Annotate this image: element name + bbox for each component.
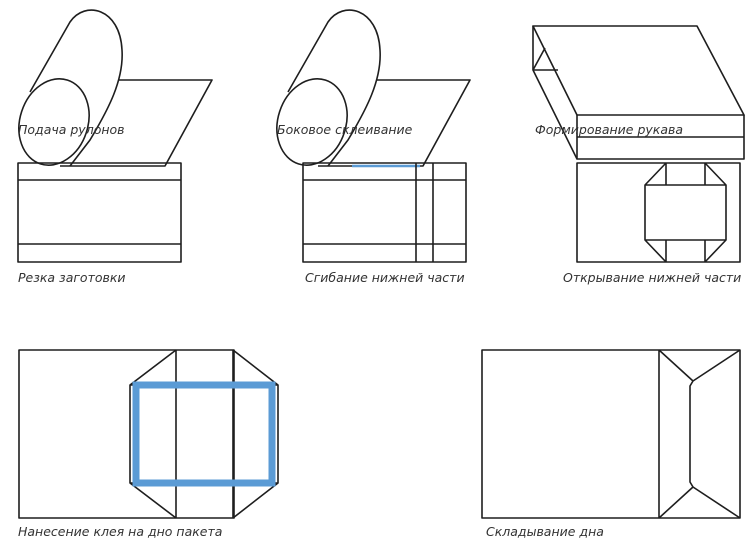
glue-outline (132, 381, 276, 487)
sleeve-forming-illustration (532, 25, 745, 160)
side-gluing-illustration (276, 9, 471, 168)
step-label-glue-application: Нанесение клея на дно пакета (18, 524, 223, 539)
bottom-opening-illustration (576, 162, 741, 263)
step-label-roll-feeding: Подача рулонов (18, 122, 125, 137)
bottom-closing-illustration (481, 349, 741, 519)
step-label-bottom-folding: Сгибание нижней части (305, 270, 465, 285)
roll-feeding-illustration (18, 9, 213, 167)
step-label-blank-cutting: Резка заготовки (18, 270, 126, 285)
step-label-bottom-opening: Открывание нижней части (563, 270, 742, 285)
step-label-sleeve-forming: Формирование рукава (535, 122, 684, 137)
step-label-side-gluing: Боковое склеивание (277, 122, 413, 137)
blank-cutting-illustration (17, 162, 182, 263)
glue-application-illustration (18, 349, 279, 519)
bottom-folding-illustration (302, 162, 467, 263)
step-label-bottom-closing: Складывание дна (486, 524, 604, 539)
